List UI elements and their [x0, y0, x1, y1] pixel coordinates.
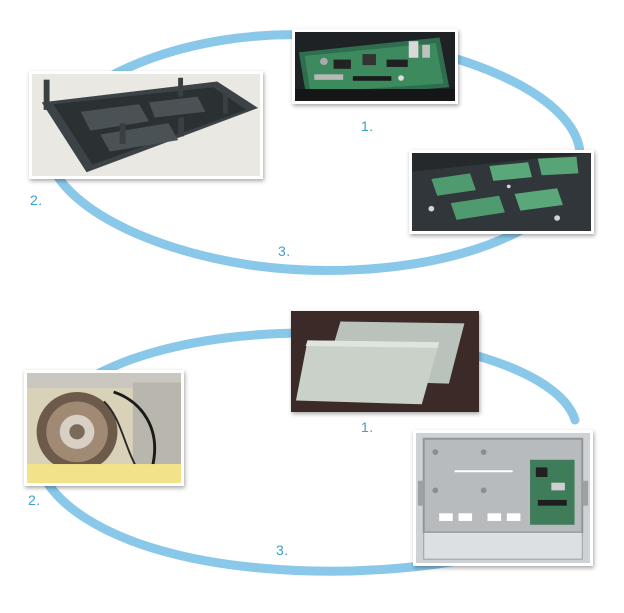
metal-tray-with-board-photo [413, 430, 593, 566]
dark-fixture-frame-photo [29, 71, 263, 179]
top-step-3-label: 3. [278, 243, 291, 259]
board-fixture-with-cutouts-photo [409, 150, 594, 234]
top-step-1-label: 1. [361, 118, 374, 134]
gray-sheet-material-photo [291, 311, 479, 412]
bottom-step-3-label: 3. [276, 542, 289, 558]
assembled-circuit-board-photo [292, 29, 458, 104]
machine-with-spindle-photo [24, 370, 184, 486]
bottom-step-1-label: 1. [361, 419, 374, 435]
bottom-step-2-label: 2. [28, 492, 41, 508]
top-step-2-label: 2. [30, 192, 43, 208]
